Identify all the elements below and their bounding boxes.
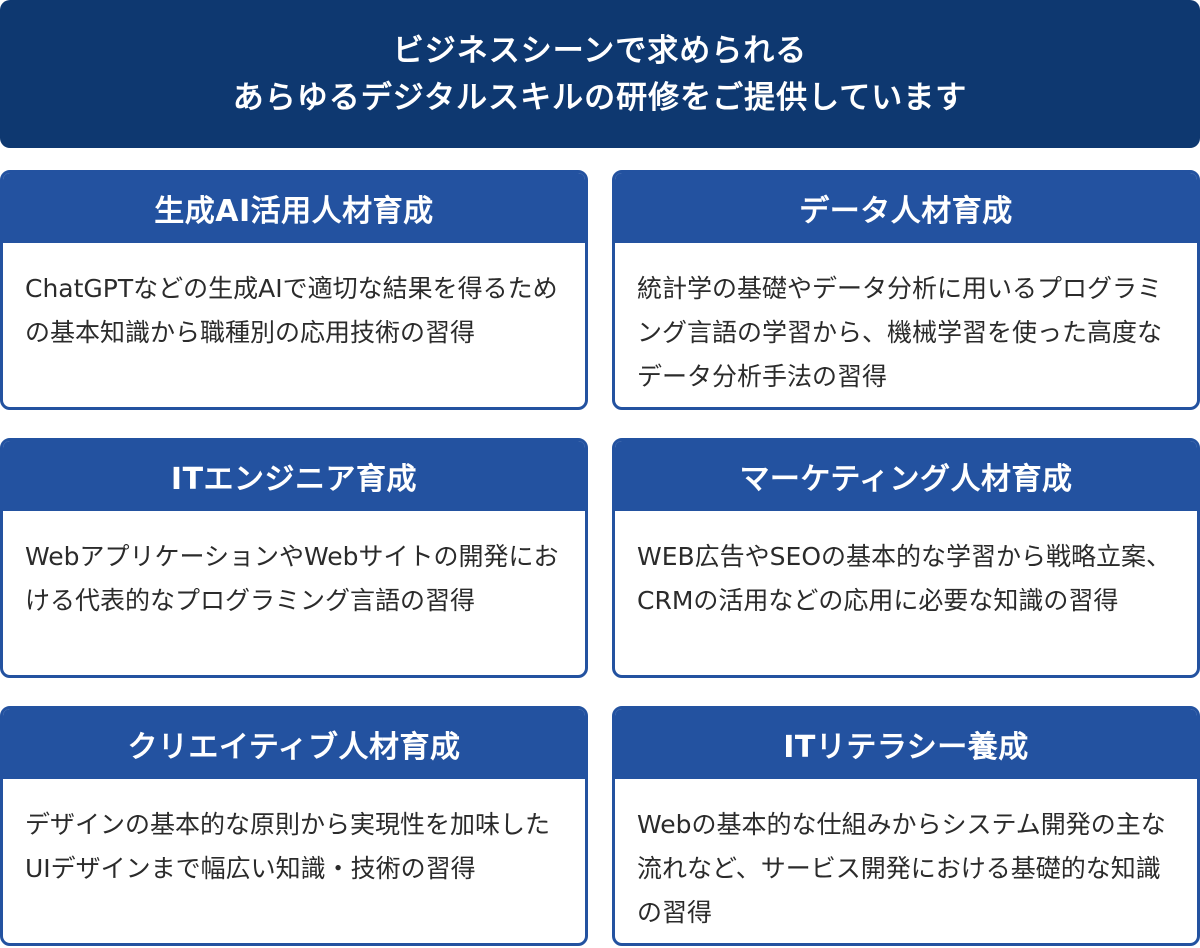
- header-line-2: あらゆるデジタルスキルの研修をご提供しています: [232, 80, 968, 116]
- course-card-it-engineer: ITエンジニア育成 WebアプリケーションやWebサイトの開発における代表的なプ…: [0, 438, 588, 678]
- course-title: ITリテラシー養成: [615, 709, 1197, 779]
- course-card-creative: クリエイティブ人材育成 デザインの基本的な原則から実現性を加味したUIデザインま…: [0, 706, 588, 946]
- header-line-1: ビジネスシーンで求められる: [392, 33, 808, 69]
- course-description: Webの基本的な仕組みからシステム開発の主な流れなど、サービス開発における基礎的…: [637, 810, 1166, 927]
- course-description: デザインの基本的な原則から実現性を加味したUIデザインまで幅広い知識・技術の習得: [25, 810, 551, 883]
- course-card-marketing: マーケティング人材育成 WEB広告やSEOの基本的な学習から戦略立案、CRMの活…: [612, 438, 1200, 678]
- course-title: データ人材育成: [615, 173, 1197, 243]
- course-title: マーケティング人材育成: [615, 441, 1197, 511]
- course-card-generative-ai: 生成AI活用人材育成 ChatGPTなどの生成AIで適切な結果を得るための基本知…: [0, 170, 588, 410]
- course-description: ChatGPTなどの生成AIで適切な結果を得るための基本知識から職種別の応用技術…: [25, 274, 558, 347]
- course-title: 生成AI活用人材育成: [3, 173, 585, 243]
- course-description: WebアプリケーションやWebサイトの開発における代表的なプログラミング言語の習…: [25, 542, 559, 615]
- course-description: 統計学の基礎やデータ分析に用いるプログラミング言語の学習から、機械学習を使った高…: [637, 274, 1163, 391]
- header-banner: ビジネスシーンで求められる あらゆるデジタルスキルの研修をご提供しています: [0, 0, 1200, 148]
- course-title: ITエンジニア育成: [3, 441, 585, 511]
- course-card-data: データ人材育成 統計学の基礎やデータ分析に用いるプログラミング言語の学習から、機…: [612, 170, 1200, 410]
- course-card-it-literacy: ITリテラシー養成 Webの基本的な仕組みからシステム開発の主な流れなど、サービ…: [612, 706, 1200, 946]
- course-description: WEB広告やSEOの基本的な学習から戦略立案、CRMの活用などの応用に必要な知識…: [637, 542, 1172, 615]
- course-title: クリエイティブ人材育成: [3, 709, 585, 779]
